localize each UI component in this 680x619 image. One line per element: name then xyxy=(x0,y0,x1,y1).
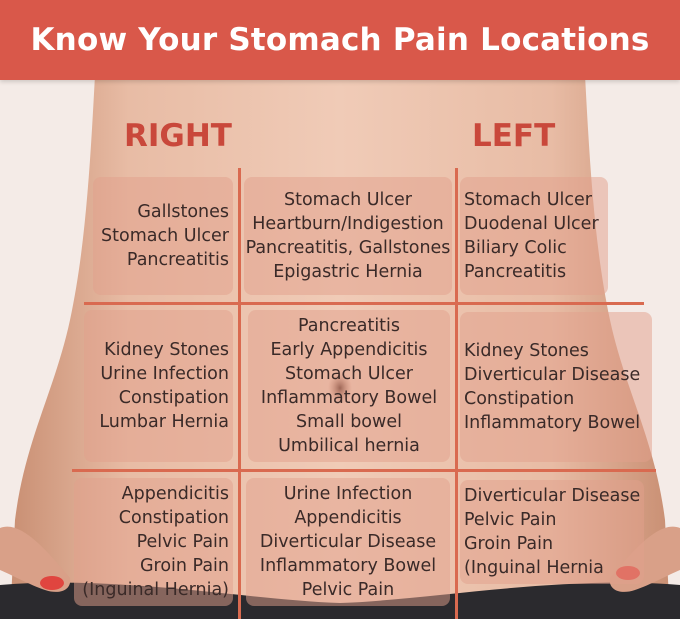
region-lower-right: Appendicitis Constipation Pelvic Pain Gr… xyxy=(74,478,233,606)
grid-line-vertical-2 xyxy=(455,168,458,619)
condition-text: Kidney Stones xyxy=(104,340,229,360)
right-side-label: RIGHT xyxy=(124,118,232,154)
left-hand-shape xyxy=(0,526,71,592)
condition-text: Umbilical hernia xyxy=(278,436,420,456)
nail-icon xyxy=(40,576,64,590)
condition-text: Stomach Ulcer xyxy=(464,190,592,210)
condition-text: Constipation xyxy=(118,388,229,408)
condition-text: Biliary Colic xyxy=(464,238,567,258)
condition-text: Early Appendicitis xyxy=(270,340,428,360)
region-middle-left: Kidney Stones Diverticular Disease Const… xyxy=(460,312,652,462)
region-upper-right: Gallstones Stomach Ulcer Pancreatitis xyxy=(93,177,233,295)
condition-text: Pancreatitis, Gallstones xyxy=(245,238,451,258)
condition-text: Pelvic Pain xyxy=(301,580,395,600)
region-middle-right: Kidney Stones Urine Infection Constipati… xyxy=(84,310,233,462)
region-center: Pancreatitis Early Appendicitis Stomach … xyxy=(248,310,450,462)
grid-line-vertical-1 xyxy=(238,168,241,619)
condition-text: Stomach Ulcer xyxy=(101,226,229,246)
condition-text: Diverticular Disease xyxy=(464,486,641,506)
condition-text: Groin Pain xyxy=(139,556,229,576)
condition-text: Duodenal Ulcer xyxy=(464,214,599,234)
condition-text: Appendicitis xyxy=(121,484,229,504)
condition-text: Pancreatitis xyxy=(126,250,229,270)
condition-text: Urine Infection xyxy=(283,484,413,504)
condition-text: Stomach Ulcer xyxy=(284,190,412,210)
left-side-label: LEFT xyxy=(472,118,556,154)
condition-text: Pancreatitis xyxy=(297,316,401,336)
region-upper-middle: Stomach Ulcer Heartburn/Indigestion Panc… xyxy=(244,177,452,295)
condition-text: Lumbar Hernia xyxy=(99,412,229,432)
condition-text: Inflammatory Bowel xyxy=(260,388,438,408)
condition-text: (Inguinal Hernia xyxy=(464,558,604,578)
condition-text: Inflammatory Bowel xyxy=(464,413,641,433)
condition-text: Pelvic Pain xyxy=(136,532,229,552)
page-title: Know Your Stomach Pain Locations xyxy=(30,22,650,58)
condition-text: Epigastric Hernia xyxy=(273,262,423,282)
condition-text: (Inguinal Hernia) xyxy=(82,580,229,600)
condition-text: Diverticular Disease xyxy=(464,365,641,385)
condition-text: Appendicitis xyxy=(294,508,402,528)
condition-text: Small bowel xyxy=(296,412,402,432)
condition-text: Diverticular Disease xyxy=(259,532,437,552)
condition-text: Constipation xyxy=(118,508,229,528)
condition-text: Gallstones xyxy=(137,202,229,222)
title-banner: Know Your Stomach Pain Locations xyxy=(0,0,680,80)
region-lower-left: Diverticular Disease Pelvic Pain Groin P… xyxy=(460,480,644,584)
condition-text: Pelvic Pain xyxy=(464,510,557,530)
region-lower-middle: Urine Infection Appendicitis Diverticula… xyxy=(246,478,450,606)
grid-line-horizontal-2 xyxy=(72,469,656,472)
grid-line-horizontal-1 xyxy=(84,302,644,305)
condition-text: Pancreatitis xyxy=(464,262,567,282)
condition-text: Groin Pain xyxy=(464,534,554,554)
condition-text: Urine Infection xyxy=(100,364,229,384)
condition-text: Heartburn/Indigestion xyxy=(252,214,444,234)
condition-text: Kidney Stones xyxy=(464,341,589,361)
condition-text: Stomach Ulcer xyxy=(285,364,413,384)
condition-text: Inflammatory Bowel xyxy=(259,556,437,576)
region-upper-left: Stomach Ulcer Duodenal Ulcer Biliary Col… xyxy=(460,177,608,295)
condition-text: Constipation xyxy=(464,389,575,409)
